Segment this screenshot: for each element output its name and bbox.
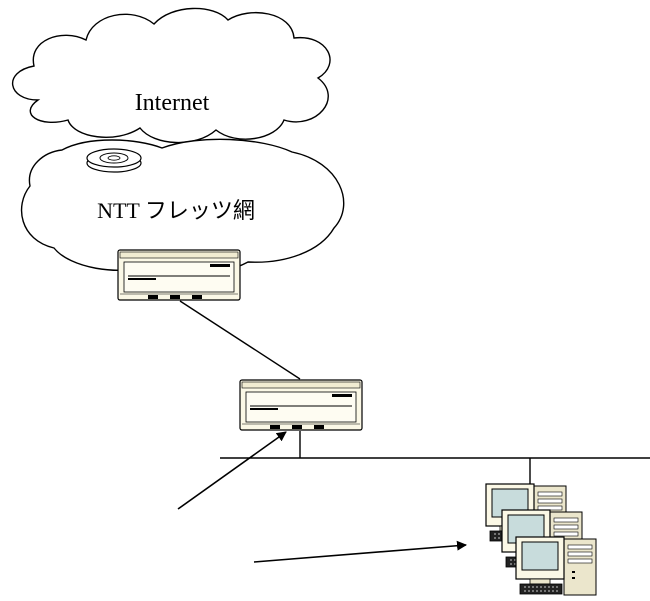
network-hub-icon [86,148,142,173]
desktop-computer-icon [515,536,597,596]
modem-device-icon [117,249,241,301]
internet-cloud: Internet [12,7,331,144]
modem-router-link [179,300,301,380]
arrow-to-router [177,431,287,510]
pc-cluster [485,483,597,596]
internet-label: Internet [135,90,210,116]
ntt-flets-cloud: NTT フレッツ網 [21,138,345,276]
arrow-to-pcs [253,540,467,563]
router-device-icon [239,379,363,431]
ntt-flets-label: NTT フレッツ網 [97,198,255,223]
